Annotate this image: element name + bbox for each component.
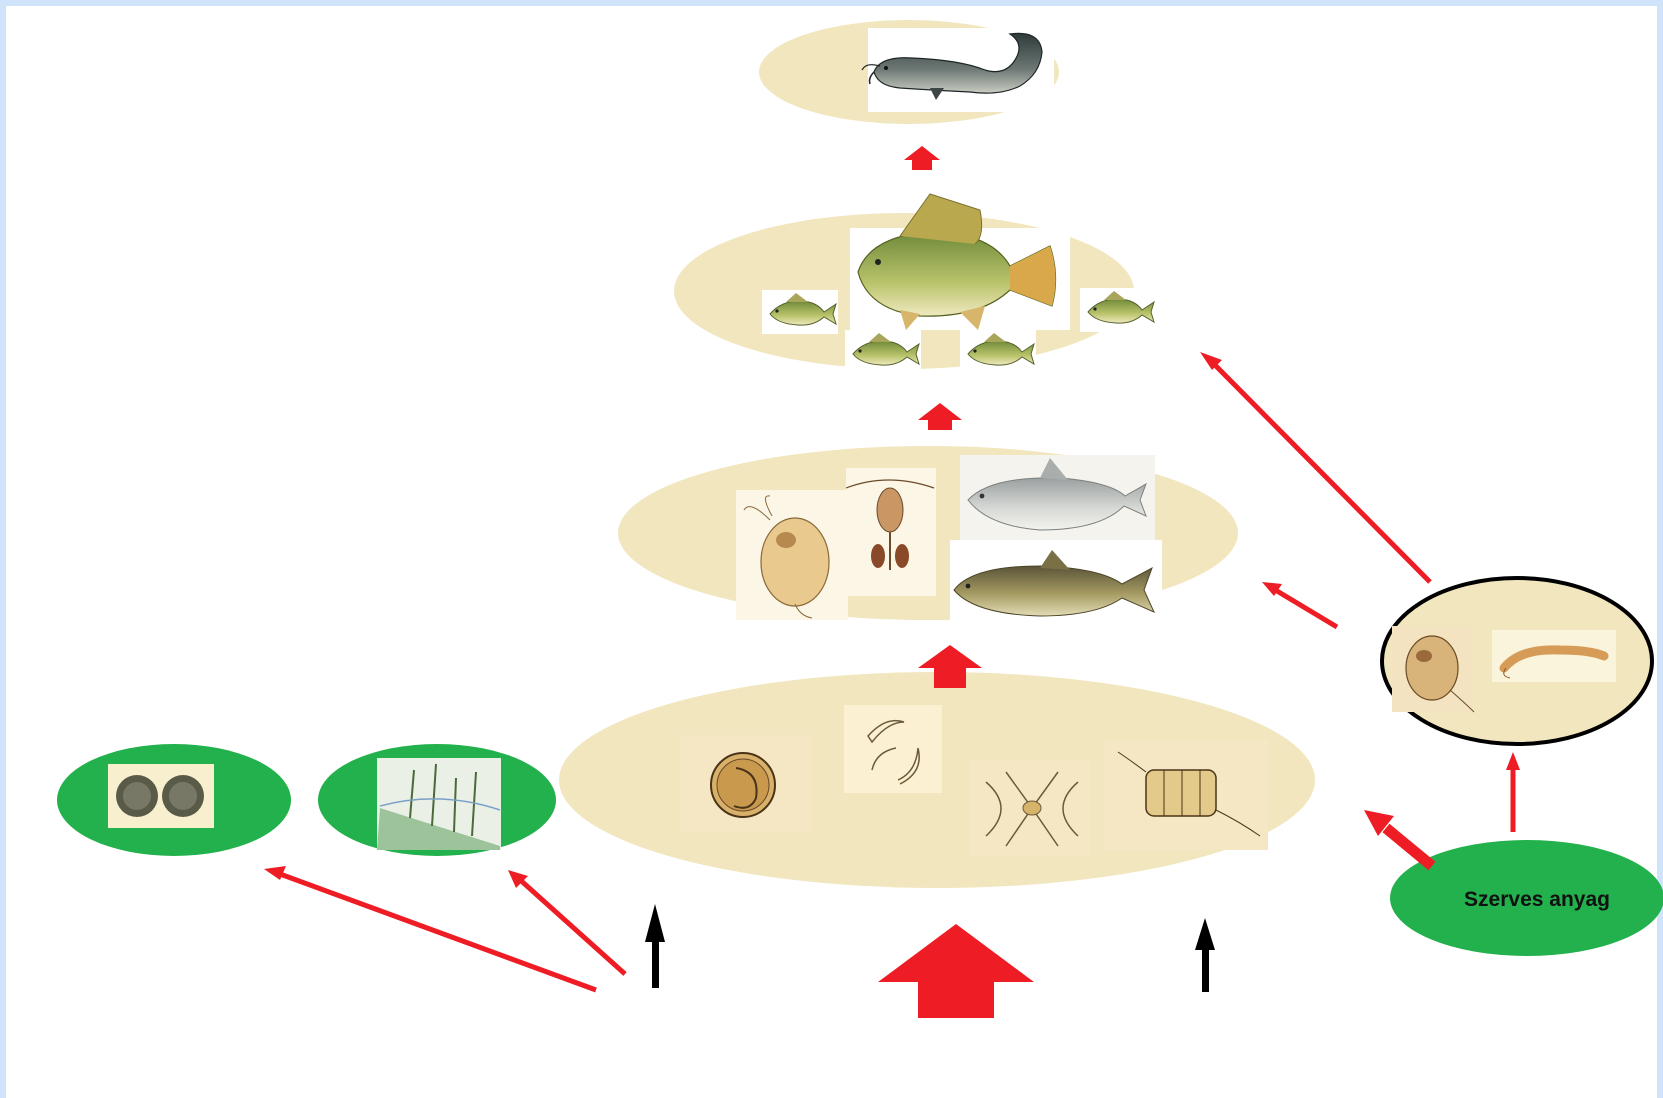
flow-arrow-to-colony-alga: [280, 874, 596, 990]
small-carp-icon: [1080, 288, 1156, 332]
arrowhead: [264, 866, 286, 880]
silver-carp-icon: [960, 455, 1155, 543]
small-carp-icon: [845, 330, 921, 374]
filament-alga-icon: [1104, 740, 1268, 850]
flow-arrow-to-primary-consumers: [1272, 588, 1337, 627]
diatom-cell-icon: [680, 735, 812, 831]
colony-alga-icon: [108, 764, 214, 828]
catfish-icon: [862, 28, 1054, 112]
small-carp-icon: [960, 330, 1036, 374]
flow-arrow-to-macrophyte: [518, 878, 625, 974]
flow-arrow-up: [918, 403, 962, 430]
primary-input-arrow: [878, 924, 1034, 1018]
cladoceran-icon: [1392, 626, 1474, 712]
organic-matter-label: Szerves anyag: [1464, 888, 1610, 911]
small-carp-icon: [762, 290, 838, 334]
flow-arrow-organic-to-producers: [1386, 828, 1432, 866]
input-arrow-right-head: [1195, 918, 1215, 950]
input-arrow-left-head: [645, 904, 665, 942]
flow-arrow-up: [904, 146, 940, 170]
copepod-icon: [846, 468, 936, 596]
grass-carp-icon: [950, 540, 1162, 622]
input-arrow-right-shaft: [1202, 946, 1209, 992]
macrophyte-icon: [377, 758, 501, 850]
input-arrow-left-shaft: [652, 938, 659, 988]
chironomid-larva-icon: [1492, 630, 1616, 682]
daphnia-icon: [736, 490, 848, 620]
flow-arrow-to-secondary: [1212, 362, 1430, 582]
crescent-alga-icon: [844, 705, 942, 793]
arrowhead: [1506, 752, 1520, 770]
star-alga-icon: [970, 760, 1090, 856]
